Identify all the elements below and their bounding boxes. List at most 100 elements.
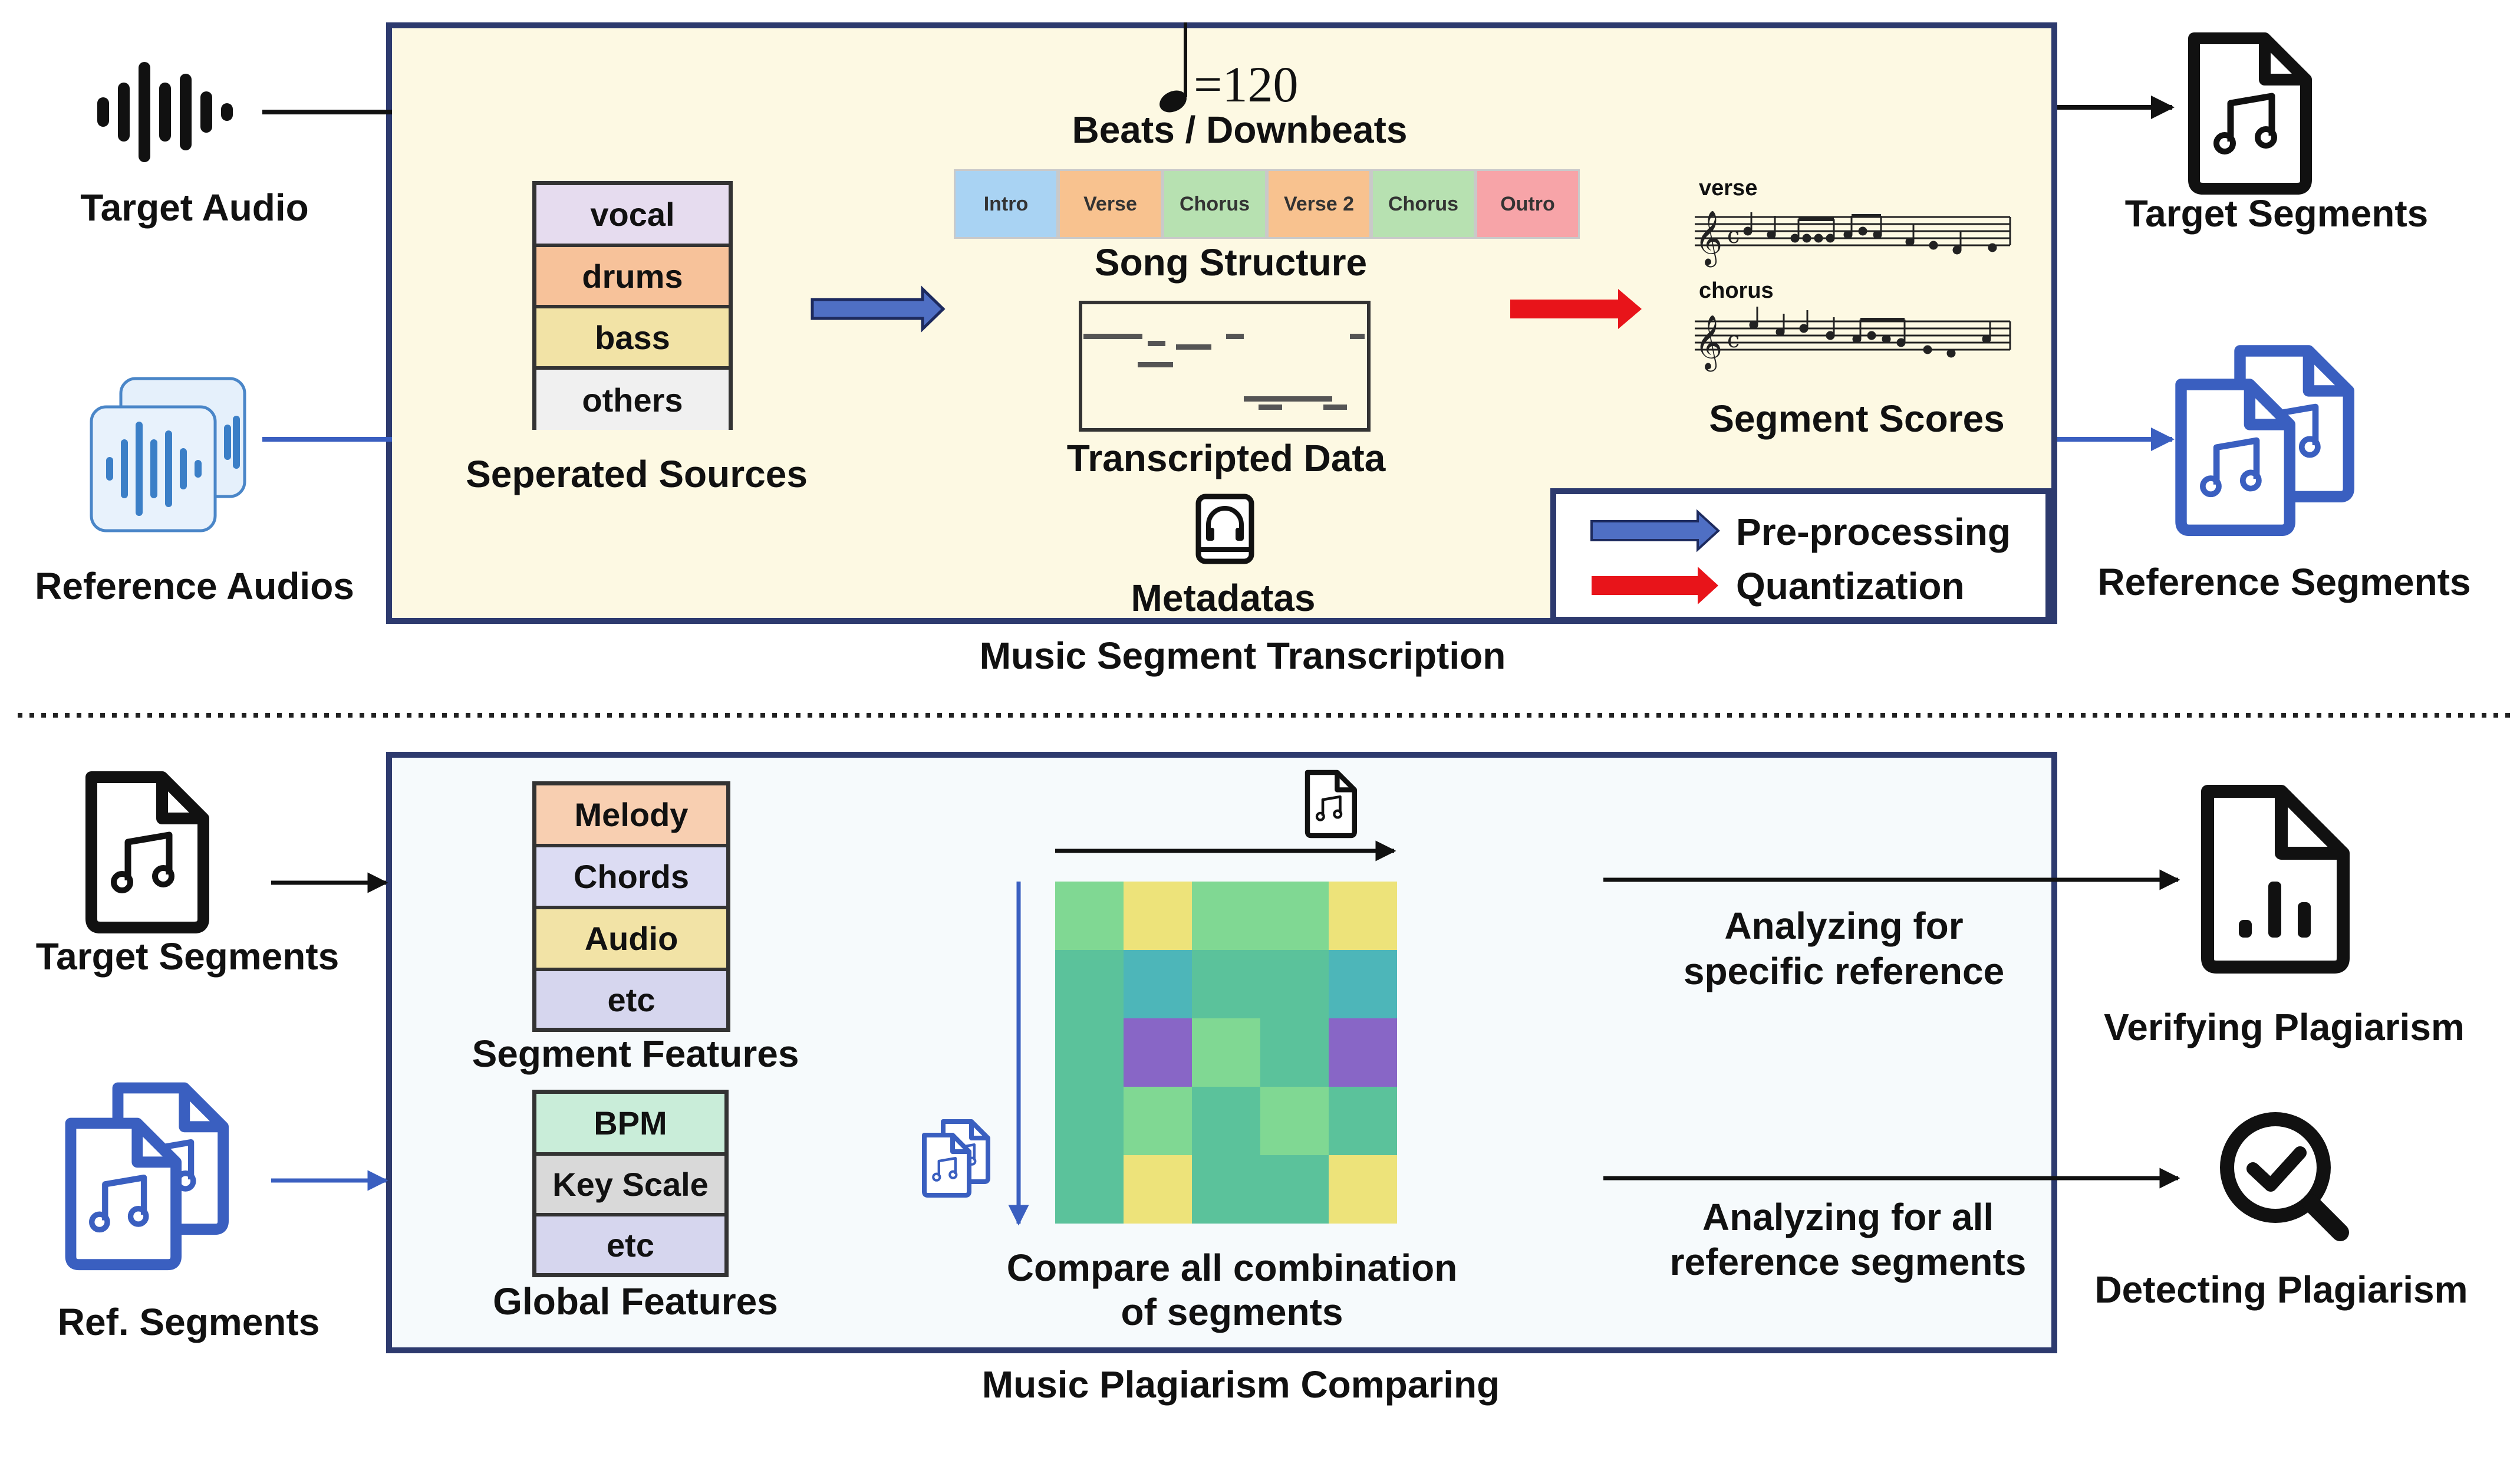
music-file-stack-icon bbox=[924, 1122, 988, 1195]
heatmap-cell bbox=[1124, 950, 1192, 1018]
heatmap-cell bbox=[1192, 1087, 1260, 1155]
heatmap-cell bbox=[1124, 1155, 1192, 1224]
section-chorus: Chorus bbox=[1162, 169, 1267, 239]
feature-audio: Audio bbox=[536, 909, 726, 971]
target-segments-output-label: Target Segments bbox=[2124, 192, 2429, 235]
global-features-stack: BPM Key Scale etc bbox=[532, 1090, 729, 1277]
legend-preprocessing-label: Pre-processing bbox=[1736, 511, 2011, 553]
ref-segments-input-label: Ref. Segments bbox=[57, 1301, 320, 1343]
svg-text:𝄞: 𝄞 bbox=[1695, 210, 1722, 267]
score-chorus-label: chorus bbox=[1699, 278, 1774, 303]
song-structure-caption: Song Structure bbox=[1094, 241, 1368, 284]
music-file-icon bbox=[1307, 772, 1355, 836]
target-audio-label: Target Audio bbox=[80, 186, 309, 229]
transcripted-data-caption: Transcripted Data bbox=[1066, 437, 1386, 479]
bottom-panel-title: Music Plagiarism Comparing bbox=[981, 1363, 1500, 1406]
piano-roll-notes bbox=[1083, 334, 1365, 410]
section-outro: Outro bbox=[1475, 169, 1580, 239]
transcripted-data-pianoroll bbox=[1079, 301, 1371, 432]
sheet-music-icon: 𝄞 c bbox=[1695, 307, 2011, 371]
bar-chart-file-icon bbox=[2201, 785, 2350, 974]
feature-melody: Melody bbox=[536, 785, 726, 847]
global-bpm: BPM bbox=[536, 1094, 724, 1156]
metadata-caption: Metadatas bbox=[1131, 577, 1316, 619]
svg-text:c: c bbox=[1727, 327, 1740, 353]
quantization-arrow bbox=[1510, 289, 1642, 329]
feature-chords: Chords bbox=[536, 847, 726, 909]
detecting-plagiarism-label: Detecting Plagiarism bbox=[2094, 1268, 2468, 1311]
analysis-specific-line2: specific reference bbox=[1683, 950, 2005, 992]
global-key-scale: Key Scale bbox=[536, 1156, 724, 1216]
heatmap-cell bbox=[1329, 1018, 1397, 1087]
legend-quantization-arrow bbox=[1592, 567, 1718, 604]
heatmap-cell bbox=[1260, 950, 1329, 1018]
global-etc: etc bbox=[536, 1216, 724, 1273]
segment-features-stack: Melody Chords Audio etc bbox=[532, 781, 730, 1032]
separated-sources-stack: vocal drums bass others bbox=[532, 181, 733, 430]
section-verse: Verse bbox=[1058, 169, 1162, 239]
heatmap-cell bbox=[1124, 882, 1192, 950]
heatmap-cell bbox=[1329, 950, 1397, 1018]
waveform-stack-icon bbox=[90, 377, 246, 532]
heatmap-cell bbox=[1192, 1018, 1260, 1087]
separated-sources-caption: Seperated Sources bbox=[466, 453, 808, 495]
section-intro: Intro bbox=[954, 169, 1058, 239]
heatmap-cell bbox=[1192, 1155, 1260, 1224]
heatmap-cell bbox=[1329, 1087, 1397, 1155]
heatmap-cell bbox=[1260, 1155, 1329, 1224]
heatmap-cell bbox=[1055, 1155, 1124, 1224]
source-vocal: vocal bbox=[536, 185, 729, 247]
compare-caption-line1: Compare all combination bbox=[1006, 1247, 1458, 1289]
heatmap-cell bbox=[1260, 1087, 1329, 1155]
svg-text:c: c bbox=[1727, 222, 1740, 248]
beats-downbeats-label: Beats / Downbeats bbox=[1072, 108, 1408, 151]
top-panel-title: Music Segment Transcription bbox=[979, 634, 1506, 677]
tempo-label: =120 bbox=[1194, 56, 1299, 113]
heatmap-cell bbox=[1055, 950, 1124, 1018]
legend-quantization-label: Quantization bbox=[1736, 565, 1965, 607]
source-others: others bbox=[536, 370, 729, 430]
heatmap-cell bbox=[1260, 1018, 1329, 1087]
legend-box bbox=[1550, 488, 2051, 623]
magnifier-check-icon bbox=[2220, 1112, 2349, 1241]
music-file-icon bbox=[91, 777, 203, 928]
source-bass: bass bbox=[536, 308, 729, 370]
heatmap-cell bbox=[1124, 1018, 1192, 1087]
sheet-music-icon: 𝄞 c bbox=[1695, 210, 2011, 267]
similarity-heatmap bbox=[1055, 882, 1397, 1224]
analysis-all-line1: Analyzing for all bbox=[1702, 1196, 1994, 1238]
reference-audios-label: Reference Audios bbox=[35, 565, 354, 607]
source-drums: drums bbox=[536, 247, 729, 308]
analysis-specific-line1: Analyzing for bbox=[1724, 905, 1964, 947]
heatmap-cell bbox=[1329, 882, 1397, 950]
svg-text:𝄞: 𝄞 bbox=[1695, 314, 1722, 371]
heatmap-cell bbox=[1055, 1018, 1124, 1087]
compare-caption-line2: of segments bbox=[1121, 1291, 1343, 1333]
verifying-plagiarism-label: Verifying Plagiarism bbox=[2104, 1006, 2465, 1048]
heatmap-cell bbox=[1124, 1087, 1192, 1155]
global-features-caption: Global Features bbox=[493, 1280, 778, 1323]
quarter-note-icon bbox=[1159, 22, 1187, 113]
heatmap-cell bbox=[1055, 882, 1124, 950]
section-chorus-2: Chorus bbox=[1371, 169, 1475, 239]
score-verse-label: verse bbox=[1699, 176, 1758, 200]
target-segments-input-label: Target Segments bbox=[35, 935, 340, 978]
feature-etc: etc bbox=[536, 971, 726, 1028]
preprocessing-arrow bbox=[811, 285, 946, 333]
legend-preprocessing-arrow bbox=[1590, 509, 1720, 553]
section-verse-2: Verse 2 bbox=[1267, 169, 1371, 239]
music-file-stack-icon bbox=[71, 1088, 223, 1265]
segment-scores-caption: Segment Scores bbox=[1709, 397, 2005, 440]
heatmap-cell bbox=[1329, 1155, 1397, 1224]
music-file-stack-icon bbox=[2181, 351, 2348, 530]
heatmap-cell bbox=[1260, 882, 1329, 950]
song-structure-bar: Intro Verse Chorus Verse 2 Chorus Outro bbox=[954, 169, 1580, 239]
waveform-icon bbox=[97, 62, 233, 162]
music-file-icon bbox=[2194, 38, 2306, 189]
reference-segments-output-label: Reference Segments bbox=[2097, 561, 2471, 603]
analysis-all-line2: reference segments bbox=[1669, 1241, 2027, 1283]
heatmap-cell bbox=[1055, 1087, 1124, 1155]
heatmap-cell bbox=[1192, 882, 1260, 950]
segment-features-caption: Segment Features bbox=[472, 1032, 799, 1075]
